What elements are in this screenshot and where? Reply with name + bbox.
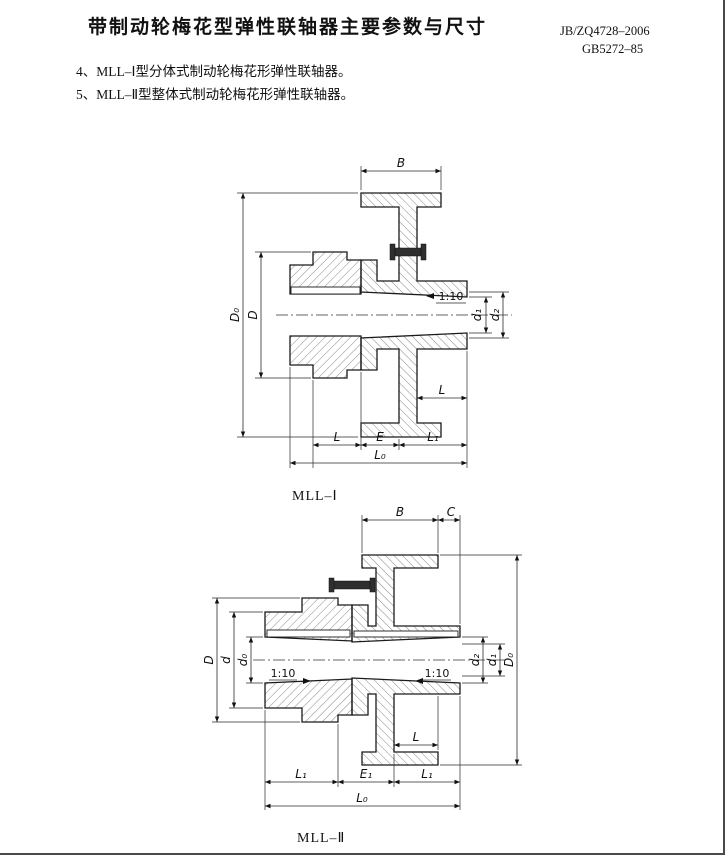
figure-mll2: B C D d xyxy=(202,505,522,810)
coupling-left-half-section xyxy=(289,251,362,379)
keyway xyxy=(290,286,361,295)
dim-d2: d₂ xyxy=(462,636,488,684)
dim-d: D xyxy=(246,251,311,379)
dim-l1-label: L₁ xyxy=(427,430,439,444)
dim-l-hub-label: L xyxy=(439,383,446,397)
dim-d1: d₁ xyxy=(469,296,492,334)
dim-d-flange: D xyxy=(202,597,300,723)
dim-e-label: E xyxy=(376,430,384,444)
dim-d0-outer-label: D₀ xyxy=(502,653,516,667)
dim-d0-bore-label: d₀ xyxy=(236,654,250,667)
notes-block: 4、MLL–Ⅰ型分体式制动轮梅花形弹性联轴器。 5、MLL–Ⅱ型整体式制动轮梅花… xyxy=(76,60,354,106)
dim-l1-right-label: L₁ xyxy=(421,767,433,781)
brake-wheel-section xyxy=(351,554,461,766)
dim-b-label: B xyxy=(396,505,404,519)
figure-mll1: B D₀ D 1:10 xyxy=(228,156,512,468)
dim-d0-label: D₀ xyxy=(228,308,242,322)
keyway xyxy=(353,630,459,638)
dim-d2: d₂ xyxy=(469,291,509,339)
dim-l0-label: L₀ xyxy=(356,791,368,805)
dim-d1-label: d₁ xyxy=(470,309,484,322)
dim-d2-label: d₂ xyxy=(488,309,502,322)
taper-note-left: 1:10 xyxy=(269,667,311,684)
standard-code-2: GB5272–85 xyxy=(582,42,644,57)
flange-bolt xyxy=(389,243,427,261)
dim-l-hub: L xyxy=(417,351,468,468)
flange-bolt xyxy=(328,577,376,593)
figure2-caption: MLL–Ⅱ xyxy=(297,831,346,846)
keyway xyxy=(266,629,351,638)
taper-note: 1:10 xyxy=(426,290,466,304)
page-edge-bottom xyxy=(0,853,725,855)
taper-left-label: 1:10 xyxy=(271,667,296,680)
dim-d1-label: d₁ xyxy=(485,654,499,667)
dim-b: B xyxy=(360,156,442,190)
dim-d2-label: d₂ xyxy=(468,654,482,667)
standard-code-1: JB/ZQ4728–2006 xyxy=(560,24,650,38)
dim-bottom-row: L E L₁ L₀ xyxy=(289,367,467,468)
note-line-1: 4、MLL–Ⅰ型分体式制动轮梅花形弹性联轴器。 xyxy=(76,64,352,79)
taper-note-right: 1:10 xyxy=(415,667,451,684)
dim-l1-left-label: L₁ xyxy=(295,767,307,781)
dim-l-label: L xyxy=(413,730,420,744)
dim-c: C xyxy=(438,505,461,624)
dim-e1-label: E₁ xyxy=(360,767,373,781)
dim-l0-label: L₀ xyxy=(374,448,386,462)
dim-bottom-row: L₁ E₁ L₁ L₀ xyxy=(264,696,461,810)
dim-b: B xyxy=(361,505,439,553)
dim-l-label: L xyxy=(334,430,341,444)
note-line-2: 5、MLL–Ⅱ型整体式制动轮梅花形弹性联轴器。 xyxy=(76,87,355,102)
coupling-left-half-section xyxy=(264,597,353,723)
taper-right-label: 1:10 xyxy=(425,667,450,680)
page-title: 带制动轮梅花型弹性联轴器主要参数与尺寸 xyxy=(88,17,488,38)
taper-label: 1:10 xyxy=(439,290,464,303)
standard-codes: JB/ZQ4728–2006 GB5272–85 xyxy=(560,22,650,58)
dim-d-hub: d xyxy=(219,611,263,709)
dim-d1: d₁ xyxy=(462,643,505,677)
dim-d-small-label: d xyxy=(219,656,233,664)
dim-d-label: D xyxy=(246,310,260,319)
dim-l-hub: L xyxy=(394,696,439,750)
dim-d0-outer: D₀ xyxy=(228,192,358,438)
dim-c-label: C xyxy=(447,505,456,519)
dim-d-label: D xyxy=(202,655,216,664)
figure1-caption: MLL–Ⅰ xyxy=(292,489,338,504)
page-edge-right xyxy=(723,0,725,855)
dim-b-label: B xyxy=(397,156,405,170)
dim-d0-bore: d₀ xyxy=(236,636,263,684)
dim-d0-outer: D₀ xyxy=(440,554,522,766)
